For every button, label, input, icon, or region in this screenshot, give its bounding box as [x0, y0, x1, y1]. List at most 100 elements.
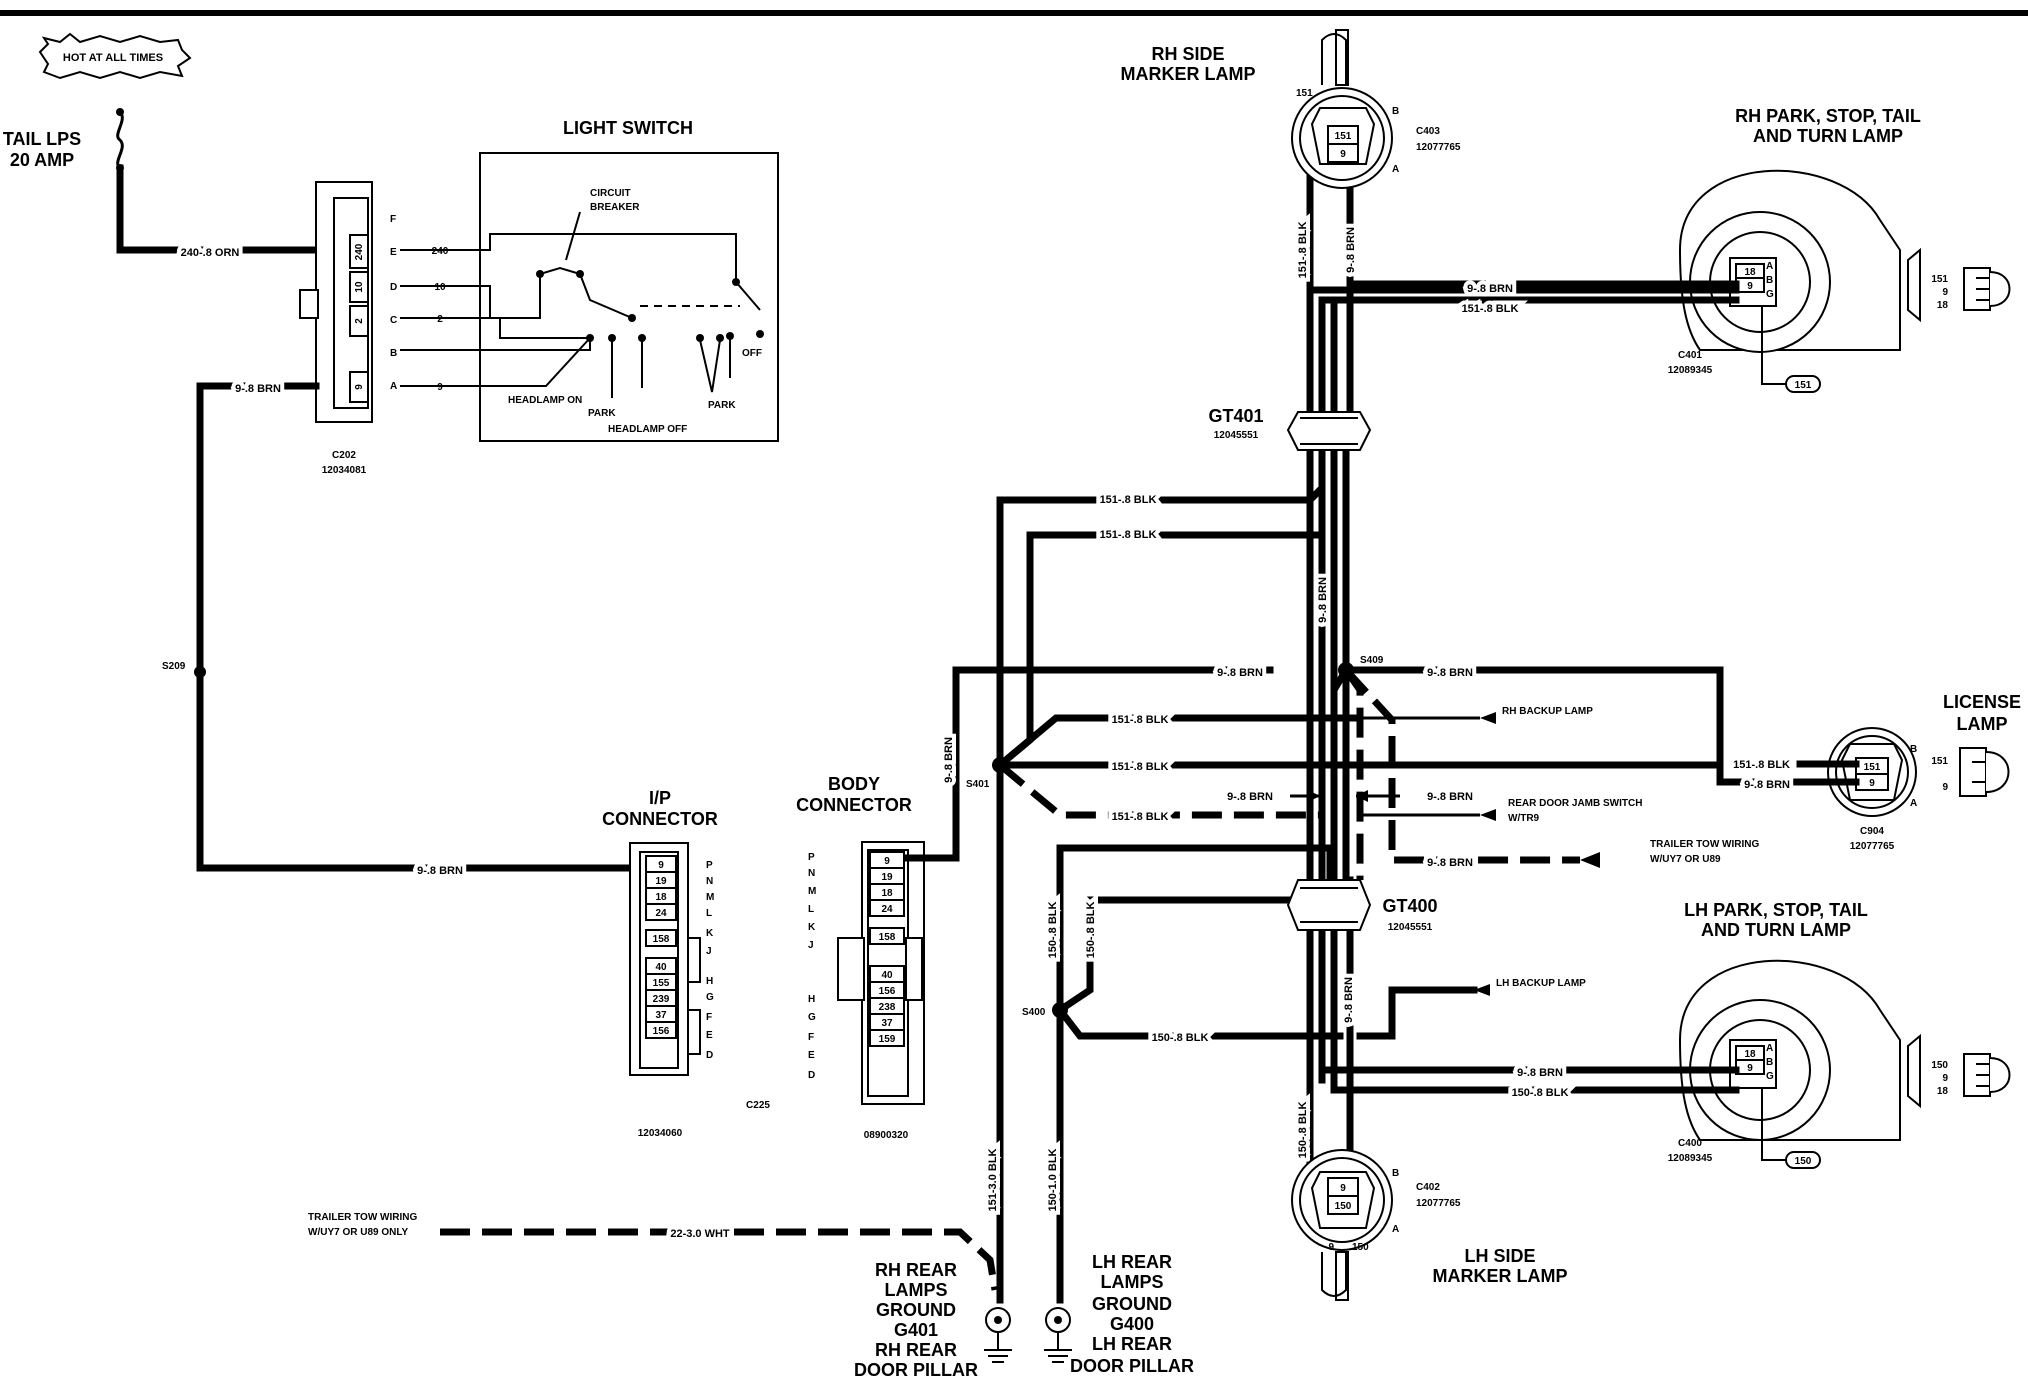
rh-side-marker-title-2: MARKER LAMP	[1121, 64, 1256, 84]
headlamp-off-label: HEADLAMP OFF	[608, 424, 687, 435]
body-letter-h: H	[808, 994, 815, 1005]
license-plug	[1959, 747, 2010, 797]
wire-rh-side-brn-label: 9-.8 BRN	[1345, 227, 1357, 273]
ls-wire-2: 2	[437, 314, 443, 325]
ground-g401-label: RH REAR LAMPS GROUND G401 RH REAR DOOR P…	[854, 1260, 978, 1376]
wire-gt401-brn-label: 9-.8 BRN	[1317, 577, 1329, 623]
splice-s209-label: S209	[162, 661, 186, 672]
lh-side-marker-title-2: MARKER LAMP	[1433, 1266, 1568, 1286]
ip-cavity-label-18: 18	[655, 892, 667, 903]
g400-l2: LAMPS	[1101, 1272, 1164, 1292]
tow-left-2: W/UY7 OR U89 ONLY	[308, 1227, 409, 1238]
park-label-1: PARK	[588, 408, 616, 419]
body-cavity-label-18: 18	[881, 888, 893, 899]
off-label: OFF	[742, 348, 762, 359]
light-switch-box	[479, 152, 779, 442]
wire-brn-c202-label: 9-.8 BRN	[235, 383, 281, 395]
ip-letter-n: N	[706, 876, 713, 887]
body-cavity-label-238: 238	[879, 1002, 896, 1013]
c202-name: C202	[332, 450, 356, 461]
fuse-symbol	[116, 110, 124, 170]
splice-s400	[1052, 1002, 1068, 1018]
wire-s401-blk-1	[995, 714, 1362, 770]
wire-s401-brn-label: 9-.8 BRN	[943, 737, 955, 783]
circuit-breaker-label-2: BREAKER	[590, 202, 640, 213]
license-pin-b: B	[1910, 744, 1917, 755]
ip-cavity-label-158: 158	[653, 934, 670, 945]
wire-s401-blk3-label: 151-.8 BLK	[1112, 811, 1169, 823]
ip-letter-j: J	[706, 946, 712, 957]
lh-side-pin-9: 9	[1340, 1183, 1346, 1194]
c202-letter-a: A	[390, 381, 397, 392]
tow-note-1: TRAILER TOW WIRING	[1650, 839, 1759, 850]
rh-backup-note: RH BACKUP LAMP	[1502, 706, 1593, 717]
rh-side-pin-151: 151	[1335, 131, 1352, 142]
rh-park-conn: C401	[1678, 350, 1702, 361]
gt400-grommet	[1286, 879, 1372, 931]
wire-gt401-blk-2	[995, 531, 1324, 770]
ip-letter-p: P	[706, 860, 713, 871]
ip-connector-part: 12034060	[638, 1128, 683, 1139]
lh-park-plug-1: 150	[1931, 1060, 1948, 1071]
wire-trunk	[1306, 156, 1354, 1174]
ground-g400-label: LH REAR LAMPS GROUND G400 LH REAR DOOR P…	[1070, 1252, 1194, 1376]
wire-jamb-brn2-label: 9-.8 BRN	[1427, 791, 1473, 803]
rh-park-pin-1: 18	[1744, 267, 1756, 278]
rh-park-title-1: RH PARK, STOP, TAIL	[1735, 106, 1921, 126]
c202-letter-f: F	[390, 214, 396, 225]
wire-jamb-brn1-label: 9-.8 BRN	[1227, 791, 1273, 803]
body-letter-j: J	[808, 940, 814, 951]
lh-park-plug-2: 9	[1942, 1073, 1948, 1084]
tow-left-1: TRAILER TOW WIRING	[308, 1212, 417, 1223]
license-conn: C904	[1860, 826, 1884, 837]
hot-label-box: HOT AT ALL TIMES	[38, 32, 192, 80]
rh-side-marker-title-1: RH SIDE	[1151, 44, 1224, 64]
wire-orn-label: 240-.8 ORN	[181, 247, 240, 259]
lh-park-plug	[1963, 1053, 2011, 1097]
circuit-breaker-label: CIRCUIT	[590, 188, 631, 199]
lh-side-pin-b: B	[1392, 1168, 1399, 1179]
c202-letter-c: C	[390, 315, 397, 326]
rh-park-plug-3: 18	[1937, 300, 1949, 311]
fuse-label-2: 20 AMP	[10, 150, 74, 170]
c202-part: 12034081	[322, 465, 367, 476]
ip-letter-d: D	[706, 1050, 713, 1061]
lh-park-letter-a: A	[1766, 1043, 1773, 1054]
headlamp-on-label: HEADLAMP ON	[508, 395, 582, 406]
rh-park-pin-2: 9	[1747, 281, 1753, 292]
lh-park-letter-g: G	[1766, 1071, 1774, 1082]
wire-g400-label: 150-1.0 BLK	[1047, 1148, 1059, 1211]
wire-gt401-blk1-label: 151-.8 BLK	[1100, 494, 1157, 506]
wire-s400-blk1-label: 150-.8 BLK	[1047, 902, 1059, 959]
wire-s401-blk1-label: 151-.8 BLK	[1112, 714, 1169, 726]
license-lamp	[1827, 727, 1917, 817]
wire-s400-blk-3	[1055, 1005, 1344, 1040]
body-letter-k: K	[808, 922, 816, 933]
body-letter-g: G	[808, 1012, 816, 1023]
splice-s409-label: S409	[1360, 655, 1384, 666]
lh-side-pin-150: 150	[1335, 1201, 1352, 1212]
wire-brn-body	[904, 666, 1274, 862]
jamb-note-2: W/TR9	[1508, 813, 1540, 824]
body-connector-part: 08900320	[864, 1130, 909, 1141]
license-pin-151: 151	[1864, 762, 1881, 773]
body-letter-n: N	[808, 868, 815, 879]
top-rule	[0, 10, 2028, 16]
rh-side-part: 12077765	[1416, 142, 1461, 153]
lh-backup-note: LH BACKUP LAMP	[1496, 978, 1586, 989]
light-switch-title: LIGHT SWITCH	[563, 118, 693, 138]
body-cavity-label-24: 24	[881, 904, 893, 915]
rh-side-pin-a: A	[1392, 164, 1399, 175]
gt400-part: 12045551	[1388, 922, 1433, 933]
gt401-part: 12045551	[1214, 430, 1259, 441]
wire-rh-side-blk-label: 151-.8 BLK	[1297, 222, 1309, 279]
lh-side-pin-a: A	[1392, 1224, 1399, 1235]
wire-lh-park-brn-label: 9-.8 BRN	[1517, 1067, 1563, 1079]
ls-wire-10: 10	[434, 282, 446, 293]
lh-park-part: 12089345	[1668, 1153, 1713, 1164]
wire-lh-park-blk-label: 150-.8 BLK	[1512, 1087, 1569, 1099]
lh-park-plug-3: 18	[1937, 1086, 1949, 1097]
g401-l2: LAMPS	[885, 1280, 948, 1300]
body-cavity	[869, 927, 905, 945]
